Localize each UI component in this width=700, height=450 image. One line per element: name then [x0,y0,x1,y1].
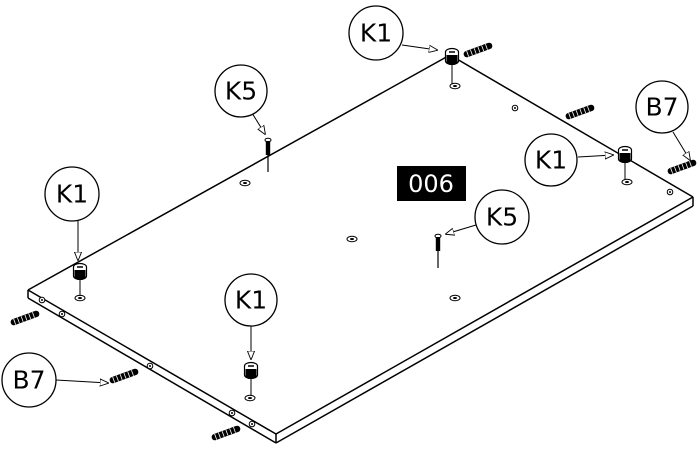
callout-k1-top-label: K1 [360,19,392,48]
board-panel [27,54,694,444]
callout-b7-right-label: B7 [645,93,678,122]
dowel-right-b7 [666,158,698,176]
dowel-right-edge [564,103,596,121]
dowel-bottom [210,424,242,442]
dowel-top [462,41,494,59]
callout-k5-center: K5 [474,189,530,245]
callout-k5-center-label: K5 [486,203,518,232]
cam-lock-k1-left [72,262,88,296]
callout-k1-bottom-label: K1 [235,286,267,315]
dowel-left-b7 [108,367,140,385]
callout-k5-top-label: K5 [225,77,257,106]
step-badge: 006 [397,166,466,201]
cam-lock-k1-top [444,47,460,84]
cam-lock-k1-right [617,145,633,180]
leader-lines [55,44,690,383]
callout-b7-left: B7 [1,352,57,408]
callout-k1-bottom: K1 [224,273,278,327]
callout-k1-left: K1 [44,166,100,222]
step-number: 006 [408,170,454,198]
callout-b7-left-label: B7 [12,366,45,395]
dowel-left-edge [9,309,41,327]
callout-k1-top: K1 [348,5,404,61]
callout-b7-right: B7 [635,80,689,134]
callout-k5-top: K5 [214,64,268,118]
callout-k1-right-label: K1 [535,146,567,175]
cam-lock-k1-bottom [243,361,259,396]
callout-k1-right: K1 [524,133,578,187]
callout-k1-left-label: K1 [56,180,88,209]
